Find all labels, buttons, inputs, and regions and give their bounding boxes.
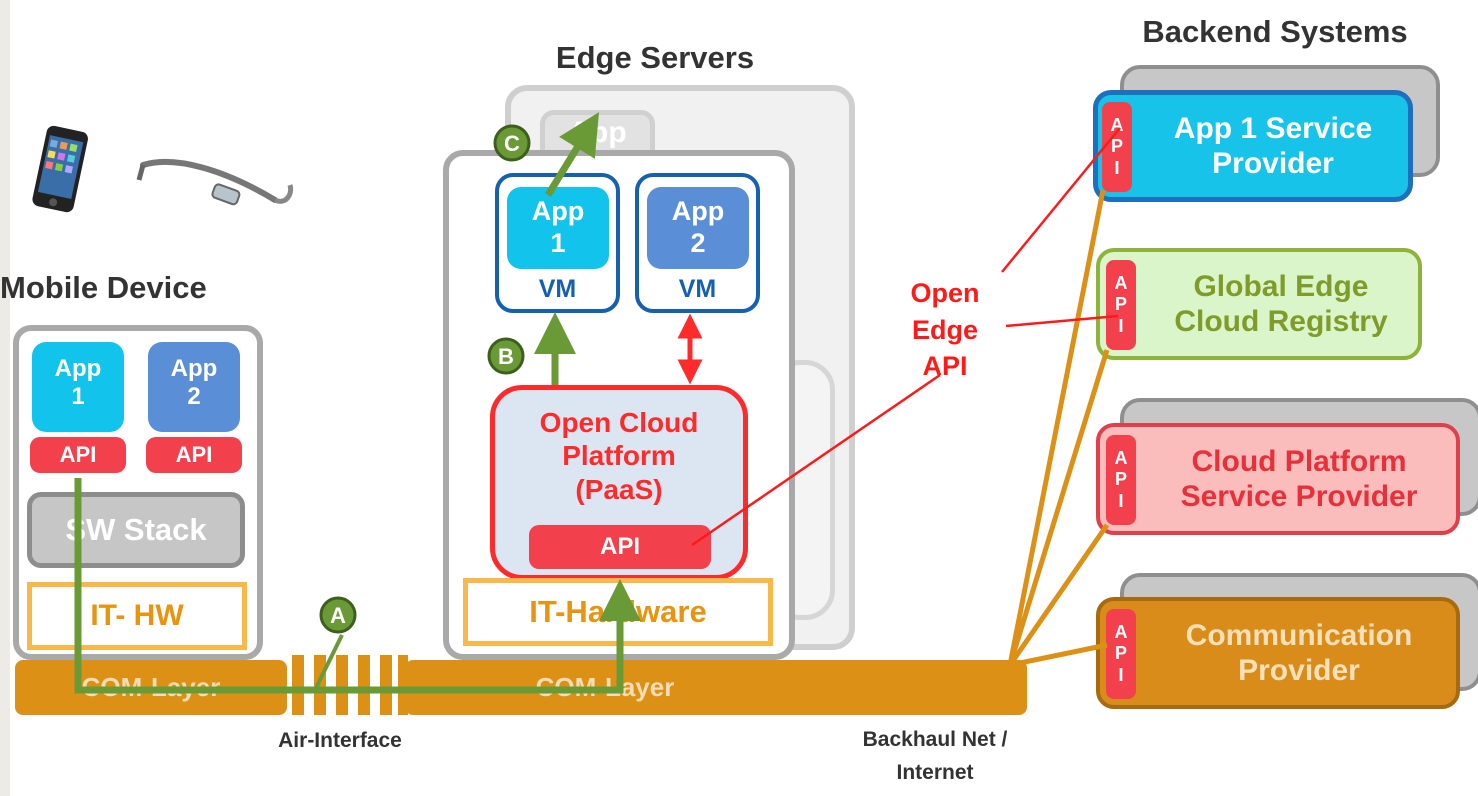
marker-c: C bbox=[493, 124, 531, 162]
edge-platform-api: API bbox=[529, 525, 711, 569]
flow-overlay: A B C bbox=[74, 112, 1121, 694]
open-edge-api-label: Open Edge API bbox=[910, 278, 980, 382]
backend-app1-api: A P I bbox=[1102, 102, 1132, 192]
marker-b-label: B bbox=[498, 344, 514, 369]
mobile-api2: API bbox=[146, 437, 242, 473]
edge-app1-tile: App 1 bbox=[507, 187, 609, 269]
backend-app1-label: App 1 Service Provider bbox=[1173, 111, 1373, 180]
backend-systems-title: Backend Systems bbox=[1142, 14, 1408, 50]
backend-comm-api: A P I bbox=[1106, 609, 1136, 699]
open-edge-api-line-3 bbox=[691, 373, 941, 547]
flow-path-a bbox=[74, 478, 641, 694]
mobile-api1: API bbox=[30, 437, 126, 473]
backend-registry-api: A P I bbox=[1106, 260, 1136, 350]
marker-a: A bbox=[319, 596, 357, 634]
flow-arrow-c bbox=[545, 112, 600, 197]
air-interface-bars bbox=[290, 655, 410, 715]
edge-vm2-label: VM bbox=[678, 275, 717, 304]
open-cloud-platform-label: Open Cloud Platform (PaaS) bbox=[539, 407, 699, 505]
edge-vm1-label: VM bbox=[538, 275, 577, 304]
mobile-sw-stack: SW Stack bbox=[27, 492, 245, 568]
air-bar bbox=[292, 655, 304, 715]
open-edge-api-line-2 bbox=[1005, 314, 1119, 328]
mobile-app2-tile: App 2 bbox=[148, 342, 240, 432]
marker-a-pointer bbox=[313, 634, 344, 691]
open-cloud-platform-box: Open Cloud Platform (PaaS) API bbox=[490, 385, 748, 580]
air-interface-label: Air-Interface bbox=[278, 728, 402, 752]
smart-glasses-icon bbox=[136, 158, 294, 206]
air-bar bbox=[336, 655, 348, 715]
backend-global-edge-registry: A P I Global Edge Cloud Registry bbox=[1096, 248, 1422, 360]
backend-registry-label: Global Edge Cloud Registry bbox=[1174, 269, 1388, 338]
open-edge-api-line-1 bbox=[1001, 127, 1121, 273]
backend-cloud-api: A P I bbox=[1106, 435, 1136, 525]
marker-a-label: A bbox=[330, 603, 346, 628]
backend-app1-service-provider: A P I App 1 Service Provider bbox=[1093, 90, 1413, 202]
edge-vm2-box: App 2 VM bbox=[635, 173, 760, 313]
edge-app2-tile: App 2 bbox=[647, 187, 749, 269]
air-bar bbox=[398, 655, 408, 715]
mobile-device-title: Mobile Device bbox=[0, 270, 207, 306]
air-bar bbox=[358, 655, 370, 715]
backend-comm-label: Communication Provider bbox=[1185, 618, 1413, 687]
backend-communication-provider: A P I Communication Provider bbox=[1096, 597, 1460, 709]
backend-cloud-platform-provider: A P I Cloud Platform Service Provider bbox=[1096, 423, 1460, 535]
mobile-app1-tile: App 1 bbox=[32, 342, 124, 432]
backhaul-label: Backhaul Net / Internet bbox=[862, 728, 1008, 784]
smartphone-icon bbox=[32, 125, 88, 213]
mobile-it-hw: IT- HW bbox=[27, 582, 247, 650]
marker-c-label: C bbox=[504, 131, 520, 156]
marker-b: B bbox=[487, 337, 525, 375]
edge-servers-title: Edge Servers bbox=[555, 40, 755, 76]
backhaul-links bbox=[1007, 189, 1110, 668]
air-bar bbox=[380, 655, 392, 715]
backend-cloud-label: Cloud Platform Service Provider bbox=[1180, 444, 1418, 513]
